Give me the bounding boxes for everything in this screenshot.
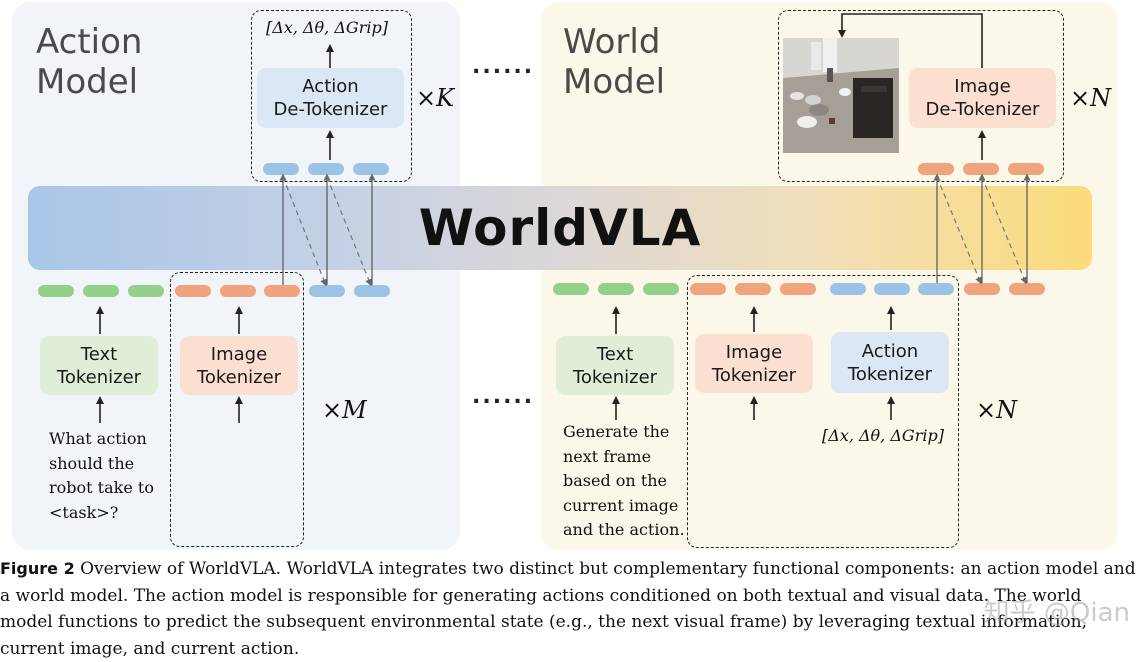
text-token bbox=[38, 285, 74, 297]
action-token bbox=[830, 283, 866, 295]
robot-scene-image bbox=[783, 38, 899, 153]
world-detokenizer-group bbox=[778, 10, 1064, 182]
image-output-token bbox=[918, 163, 954, 175]
image-output-token bbox=[1008, 163, 1044, 175]
worldvla-banner bbox=[28, 186, 1092, 270]
action-token bbox=[354, 285, 390, 297]
action-detokenizer-group bbox=[251, 10, 412, 182]
image-token bbox=[175, 285, 211, 297]
text-token bbox=[128, 285, 164, 297]
image-token bbox=[220, 285, 256, 297]
image-token bbox=[964, 283, 1000, 295]
world-action-tokenizer-box: Action Tokenizer bbox=[831, 332, 949, 393]
action-model-title: Action Model bbox=[36, 22, 143, 102]
action-text-tokenizer-box: Text Tokenizer bbox=[40, 336, 158, 395]
world-text-tokenizer-box: Text Tokenizer bbox=[556, 336, 674, 395]
ellipsis-bottom: ...... bbox=[472, 384, 535, 409]
repeat-n-bottom-label: ×N bbox=[976, 396, 1018, 424]
world-action-input-label: [Δx, Δθ, ΔGrip] bbox=[822, 426, 944, 445]
world-detokenizer-box: Image De-Tokenizer bbox=[909, 68, 1056, 128]
image-token bbox=[735, 283, 771, 295]
world-model-title: World Model bbox=[563, 22, 666, 102]
action-model-prompt: What action should the robot take to <ta… bbox=[49, 429, 154, 522]
action-output-token bbox=[263, 163, 299, 175]
watermark: 知乎 @Qian bbox=[983, 598, 1130, 628]
text-token bbox=[83, 285, 119, 297]
world-image-action-group bbox=[687, 275, 959, 548]
image-token bbox=[1009, 283, 1045, 295]
action-detokenizer-box: Action De-Tokenizer bbox=[257, 68, 404, 128]
repeat-m-label: ×M bbox=[322, 396, 367, 424]
action-output-token bbox=[353, 163, 389, 175]
action-output-token bbox=[308, 163, 344, 175]
action-token bbox=[874, 283, 910, 295]
image-token bbox=[264, 285, 300, 297]
ellipsis-top: ...... bbox=[472, 54, 535, 79]
image-token bbox=[690, 283, 726, 295]
action-token bbox=[918, 283, 954, 295]
figure-caption-text: Overview of WorldVLA. WorldVLA integrate… bbox=[0, 559, 1136, 659]
action-image-group bbox=[170, 272, 304, 547]
world-image-tokenizer-box: Image Tokenizer bbox=[695, 334, 813, 393]
repeat-k-label: ×K bbox=[416, 84, 455, 112]
world-model-prompt: Generate the next frame based on the cur… bbox=[563, 422, 685, 539]
text-token bbox=[553, 283, 589, 295]
action-image-tokenizer-box: Image Tokenizer bbox=[180, 336, 298, 395]
figure-caption: Figure 2 Overview of WorldVLA. WorldVLA … bbox=[0, 556, 1138, 662]
image-token bbox=[780, 283, 816, 295]
repeat-n-top-label: ×N bbox=[1070, 84, 1112, 112]
figure-label: Figure 2 bbox=[0, 559, 75, 578]
image-output-token bbox=[963, 163, 999, 175]
text-token bbox=[598, 283, 634, 295]
text-token bbox=[643, 283, 679, 295]
action-token bbox=[309, 285, 345, 297]
worldvla-title: WorldVLA bbox=[418, 199, 702, 257]
action-output-label: [Δx, Δθ, ΔGrip] bbox=[266, 18, 388, 37]
